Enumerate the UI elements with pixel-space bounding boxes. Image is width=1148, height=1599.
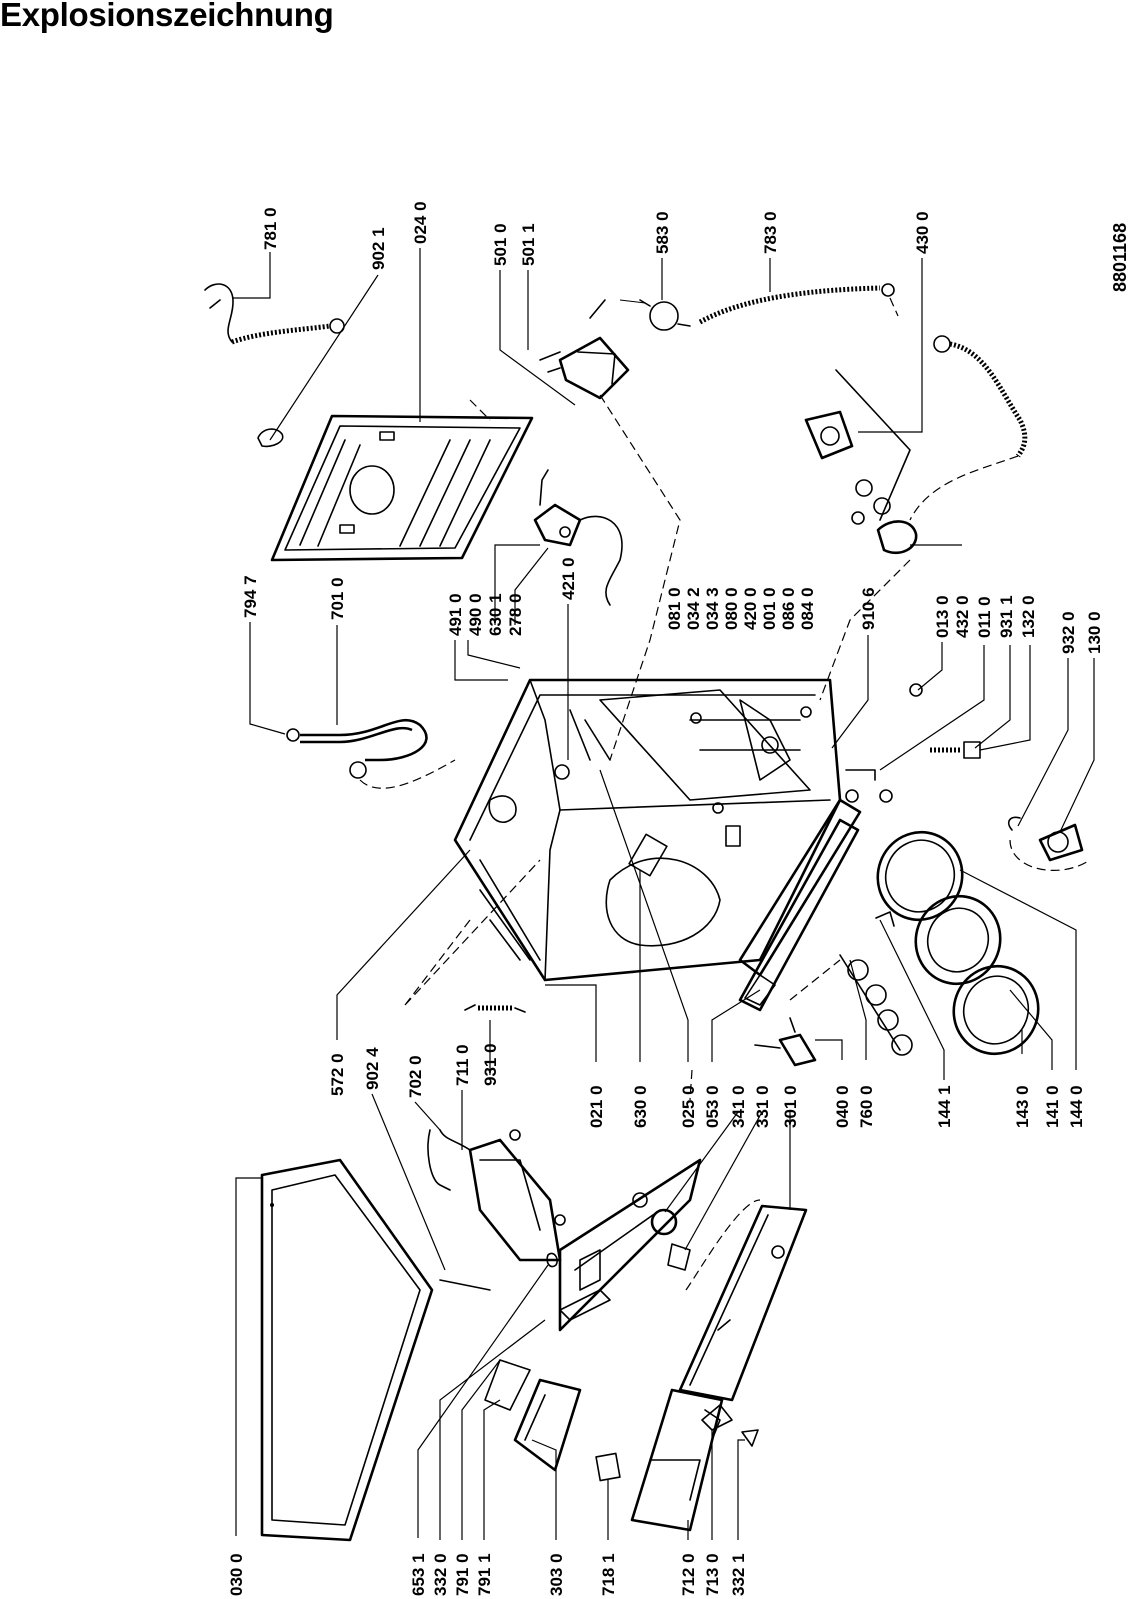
switch-501-icon xyxy=(539,299,630,400)
drawer-303-icon xyxy=(513,1378,582,1472)
housing-712-icon xyxy=(630,1388,724,1532)
label-490-0: 490 0 xyxy=(466,593,485,636)
label-781-0: 781 0 xyxy=(261,207,280,250)
label-341-0: 341 0 xyxy=(729,1085,748,1128)
label-791-1: 791 1 xyxy=(475,1553,494,1596)
part-718-icon xyxy=(595,1452,621,1482)
label-080-0: 080 0 xyxy=(722,587,741,630)
part-labels: 781 0 902 1 024 0 501 0 501 1 583 0 783 … xyxy=(227,201,1130,1596)
label-278-0: 278 0 xyxy=(506,593,525,636)
label-931-1: 931 1 xyxy=(997,595,1016,638)
label-011-0: 011 0 xyxy=(975,596,994,638)
label-141-0: 141 0 xyxy=(1043,1085,1062,1128)
document-number: 8801168 xyxy=(1110,223,1130,292)
label-630-1: 630 1 xyxy=(486,593,505,636)
hinge-760-icon xyxy=(789,954,913,1056)
label-301-0: 301 0 xyxy=(781,1085,800,1128)
label-053-0: 053 0 xyxy=(703,1085,722,1128)
label-932-0: 932 0 xyxy=(1059,611,1078,654)
page-title: Explosionszeichnung xyxy=(0,0,334,33)
spring-931-0-icon xyxy=(464,1004,526,1013)
label-712-0: 712 0 xyxy=(679,1553,698,1596)
door-group-icon xyxy=(875,830,1040,1056)
motor-130-icon xyxy=(1008,816,1091,871)
label-001-0: 001 0 xyxy=(760,587,779,630)
label-791-0: 791 0 xyxy=(453,1553,472,1596)
label-021-0: 021 0 xyxy=(587,1085,606,1128)
pump-432-icon xyxy=(804,369,918,555)
cabinet-021-icon xyxy=(453,678,862,982)
label-430-0: 430 0 xyxy=(913,211,932,254)
label-332-1: 332 1 xyxy=(729,1553,748,1596)
hose-783-icon xyxy=(698,285,881,325)
label-303-0: 303 0 xyxy=(547,1553,566,1596)
label-501-1: 501 1 xyxy=(519,223,538,266)
label-143-0: 143 0 xyxy=(1013,1085,1032,1128)
label-421-0: 421 0 xyxy=(559,557,578,600)
knob-341-icon xyxy=(650,1208,678,1236)
label-030-0: 030 0 xyxy=(227,1553,246,1596)
top-panel-024-icon xyxy=(270,414,534,562)
label-040-0: 040 0 xyxy=(833,1085,852,1128)
label-630-0: 630 0 xyxy=(631,1085,650,1128)
label-713-0: 713 0 xyxy=(703,1553,722,1596)
label-144-0: 144 0 xyxy=(1067,1085,1086,1128)
label-084-0: 084 0 xyxy=(798,587,817,630)
label-420-0: 420 0 xyxy=(741,587,760,630)
leader-lines xyxy=(232,248,1095,1540)
label-491-0: 491 0 xyxy=(446,593,465,636)
clip-902-1-icon xyxy=(257,428,284,448)
label-711-0: 711 0 xyxy=(453,1044,472,1086)
parts-illustration xyxy=(204,283,1091,1542)
inlet-hose-701-icon xyxy=(286,718,456,789)
label-653-1: 653 1 xyxy=(409,1553,428,1596)
part-713-icon xyxy=(701,1404,733,1431)
label-718-1: 718 1 xyxy=(599,1553,618,1596)
label-701-0: 701 0 xyxy=(328,577,347,620)
label-902-1: 902 1 xyxy=(369,227,388,270)
control-panel-025-icon xyxy=(546,1158,702,1332)
frame-791-icon xyxy=(484,1359,531,1411)
label-432-0: 432 0 xyxy=(953,595,972,638)
hose-781-icon xyxy=(204,283,345,345)
label-583-0: 583 0 xyxy=(653,211,672,254)
lid-030-icon xyxy=(260,1158,491,1542)
label-931-0: 931 0 xyxy=(481,1043,500,1086)
label-572-0: 572 0 xyxy=(328,1053,347,1096)
label-332-0: 332 0 xyxy=(431,1553,450,1596)
pressure-switch-583-icon xyxy=(619,299,691,331)
foot-132-icon xyxy=(845,683,981,803)
label-081-0: 081 0 xyxy=(665,587,684,630)
label-086-0: 086 0 xyxy=(779,587,798,630)
label-331-0: 331 0 xyxy=(753,1085,772,1128)
label-144-1: 144 1 xyxy=(935,1085,954,1128)
label-760-0: 760 0 xyxy=(857,1085,876,1128)
label-034-3: 034 3 xyxy=(703,587,722,630)
front-panel-301-icon xyxy=(678,1204,808,1402)
valve-278-icon xyxy=(533,469,623,606)
label-130-0: 130 0 xyxy=(1085,611,1104,654)
label-902-4: 902 4 xyxy=(363,1047,382,1090)
knob-331-icon xyxy=(667,1243,691,1271)
label-132-0: 132 0 xyxy=(1019,595,1038,638)
label-034-2: 034 2 xyxy=(684,587,703,630)
label-013-0: 013 0 xyxy=(933,595,952,638)
label-910-6: 910 6 xyxy=(859,587,878,630)
label-024-0: 024 0 xyxy=(411,201,430,244)
label-702-0: 702 0 xyxy=(406,1055,425,1098)
label-783-0: 783 0 xyxy=(761,211,780,254)
lock-040-icon xyxy=(754,1017,817,1067)
dispenser-711-icon xyxy=(427,1129,566,1262)
part-332-1-icon xyxy=(741,1429,759,1447)
label-501-0: 501 0 xyxy=(491,223,510,266)
front-strip-053-icon xyxy=(738,818,860,1012)
drain-hose-430-icon xyxy=(909,335,1028,521)
label-794-7: 794 7 xyxy=(241,575,260,618)
label-025-0: 025 0 xyxy=(679,1085,698,1128)
